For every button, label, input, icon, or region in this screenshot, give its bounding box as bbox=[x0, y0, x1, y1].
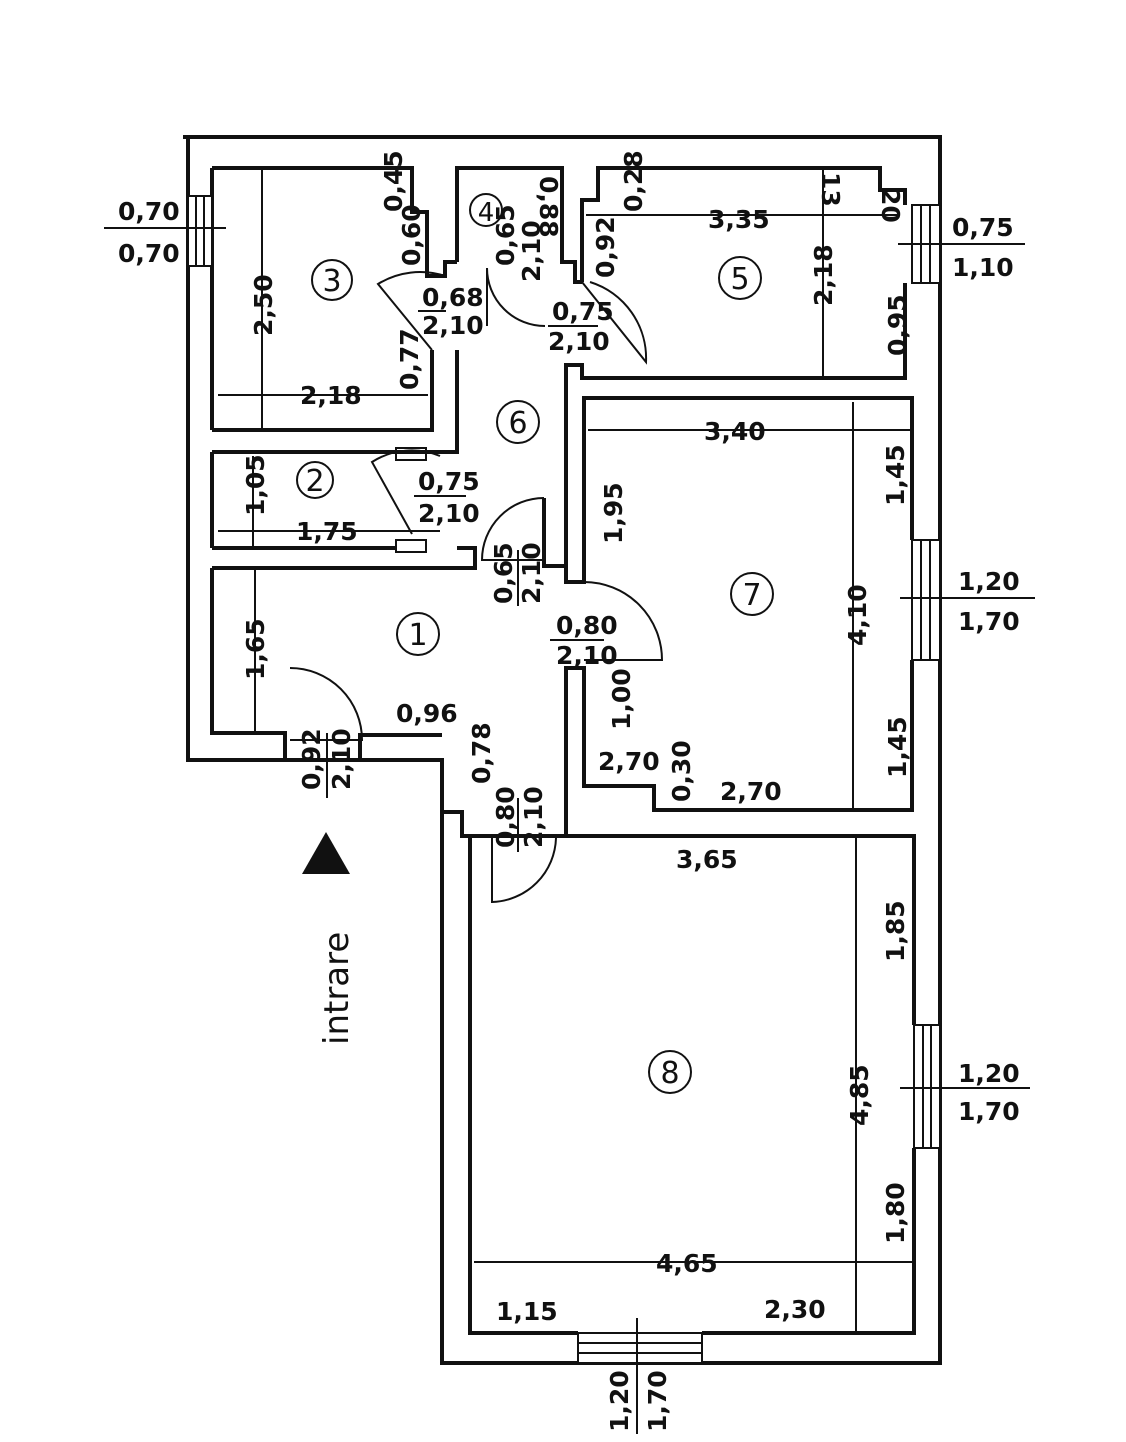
dim-r7-d: 2,70 bbox=[598, 747, 660, 776]
dim-r8-height: 4,85 bbox=[845, 1064, 874, 1126]
window-room-8-bottom bbox=[577, 1332, 703, 1364]
dim-r8-a: 1,85 bbox=[881, 900, 910, 962]
room-number-5: 5 bbox=[730, 262, 749, 297]
door-labels: 0,68 2,10 0,65 2,10 0,75 2,10 0,75 2,10 … bbox=[297, 204, 618, 848]
window-r5-height: 1,10 bbox=[952, 253, 1014, 282]
dim-r2-height: 1,05 bbox=[241, 454, 270, 516]
dim-r3-width: 2,18 bbox=[300, 381, 362, 410]
door-room-8 bbox=[491, 836, 557, 904]
door-room-4 bbox=[486, 267, 546, 327]
dim-r7-a: 1,45 bbox=[881, 444, 910, 506]
room-number-3: 3 bbox=[322, 264, 341, 299]
dim-r6-a: 1,95 bbox=[599, 482, 628, 544]
dim-r5-c: 13 bbox=[816, 172, 845, 207]
room-7-walls bbox=[542, 396, 914, 836]
room-4-walls bbox=[455, 166, 582, 284]
window-r5-width: 0,75 bbox=[952, 213, 1014, 242]
dim-r5-width: 3,35 bbox=[708, 205, 770, 234]
dim-r5-d: 20 bbox=[876, 188, 905, 223]
window-labels: 0,70 0,70 0,75 1,10 1,20 1,70 1,20 1,70 … bbox=[118, 197, 1020, 1432]
room-number-2: 2 bbox=[305, 464, 324, 499]
dim-r3-b: 0,60 bbox=[397, 204, 426, 266]
dim-r8-d: 2,30 bbox=[764, 1295, 826, 1324]
door-r2-height: 2,10 bbox=[418, 499, 480, 528]
door-room-5 bbox=[581, 281, 648, 365]
window-room-7 bbox=[911, 539, 941, 661]
dim-r5-e: 0,95 bbox=[883, 294, 912, 356]
dim-r5-a: 0,28 bbox=[619, 150, 648, 212]
window-r8b-height: 1,70 bbox=[643, 1370, 672, 1432]
door-r6-width: 0,65 bbox=[489, 542, 518, 604]
door-r7-height: 2,10 bbox=[556, 641, 618, 670]
dim-r7-c: 1,00 bbox=[607, 668, 636, 730]
door-r5-width: 0,75 bbox=[552, 297, 614, 326]
dim-r5-b: 0,92 bbox=[591, 216, 620, 278]
entrance-marker: intrare bbox=[302, 832, 357, 1045]
window-r7-width: 1,20 bbox=[958, 567, 1020, 596]
entrance-arrow-icon bbox=[302, 832, 350, 874]
room-number-1: 1 bbox=[408, 618, 427, 653]
dim-r1-width: 0,96 bbox=[396, 699, 458, 728]
door-r3-height: 2,10 bbox=[422, 311, 484, 340]
window-r8b-width: 1,20 bbox=[605, 1370, 634, 1432]
room-number-7: 7 bbox=[742, 578, 761, 613]
door-room-2 bbox=[370, 449, 441, 535]
window-room-3 bbox=[187, 195, 213, 267]
dim-r7-b: 1,45 bbox=[883, 716, 912, 778]
dim-r2-width: 1,75 bbox=[296, 517, 358, 546]
door-r6-height: 2,10 bbox=[517, 542, 546, 604]
door-r7-width: 0,80 bbox=[556, 611, 618, 640]
window-r8r-height: 1,70 bbox=[958, 1097, 1020, 1126]
door-r4-height: 2,10 bbox=[517, 220, 546, 282]
door-entry-height: 2,10 bbox=[327, 728, 356, 790]
window-r7-height: 1,70 bbox=[958, 607, 1020, 636]
dim-r8-width: 4,65 bbox=[656, 1249, 718, 1278]
room-2-1-walls bbox=[212, 447, 477, 570]
room-8-walls bbox=[440, 760, 916, 1335]
dim-r5-height: 2,18 bbox=[809, 244, 838, 306]
door-r8-width: 0,80 bbox=[491, 786, 520, 848]
door-room-3 bbox=[376, 271, 446, 351]
room-5-walls bbox=[564, 166, 907, 566]
room-numbers: 3 2 1 4 5 6 7 8 bbox=[296, 193, 774, 1094]
dim-r8-b: 1,80 bbox=[881, 1182, 910, 1244]
dim-r3-c: 0,77 bbox=[395, 328, 424, 390]
door-room-7 bbox=[583, 581, 664, 661]
dim-r1-height: 1,65 bbox=[241, 618, 270, 680]
dim-r8-c: 1,15 bbox=[496, 1297, 558, 1326]
dim-r4-a: 0,88 bbox=[534, 176, 563, 238]
door-entry bbox=[289, 667, 364, 741]
dimension-lines bbox=[104, 170, 1035, 1434]
window-r3-width: 0,70 bbox=[118, 197, 180, 226]
door-r3-width: 0,68 bbox=[422, 283, 484, 312]
window-room-8-right bbox=[913, 1024, 941, 1149]
door-r4-width: 0,65 bbox=[491, 204, 520, 266]
window-r8r-width: 1,20 bbox=[958, 1059, 1020, 1088]
door-r2-width: 0,75 bbox=[418, 467, 480, 496]
dim-r7-width: 3,40 bbox=[704, 417, 766, 446]
dim-r1-b: 0,78 bbox=[467, 722, 496, 784]
dim-r7-e: 0,30 bbox=[667, 740, 696, 802]
door-entry-width: 0,92 bbox=[297, 728, 326, 790]
dim-r3-height: 2,50 bbox=[249, 274, 278, 336]
dim-r8-top: 3,65 bbox=[676, 845, 738, 874]
door-r8-height: 2,10 bbox=[519, 786, 548, 848]
window-r3-height: 0,70 bbox=[118, 239, 180, 268]
dim-r7-f: 2,70 bbox=[720, 777, 782, 806]
room-number-6: 6 bbox=[508, 406, 527, 441]
dim-r7-height: 4,10 bbox=[843, 584, 872, 646]
door-room-6 bbox=[480, 497, 545, 561]
room-3-walls bbox=[212, 166, 459, 454]
dim-r3-a: 0,45 bbox=[379, 150, 408, 212]
doors bbox=[289, 267, 664, 904]
dimension-labels: 2,50 2,18 0,45 0,60 0,77 1,05 1,75 1,65 … bbox=[241, 150, 912, 1326]
entrance-label: intrare bbox=[317, 932, 357, 1045]
door-r5-height: 2,10 bbox=[548, 327, 610, 356]
room-number-8: 8 bbox=[660, 1056, 679, 1091]
room-number-4: 4 bbox=[478, 198, 495, 228]
